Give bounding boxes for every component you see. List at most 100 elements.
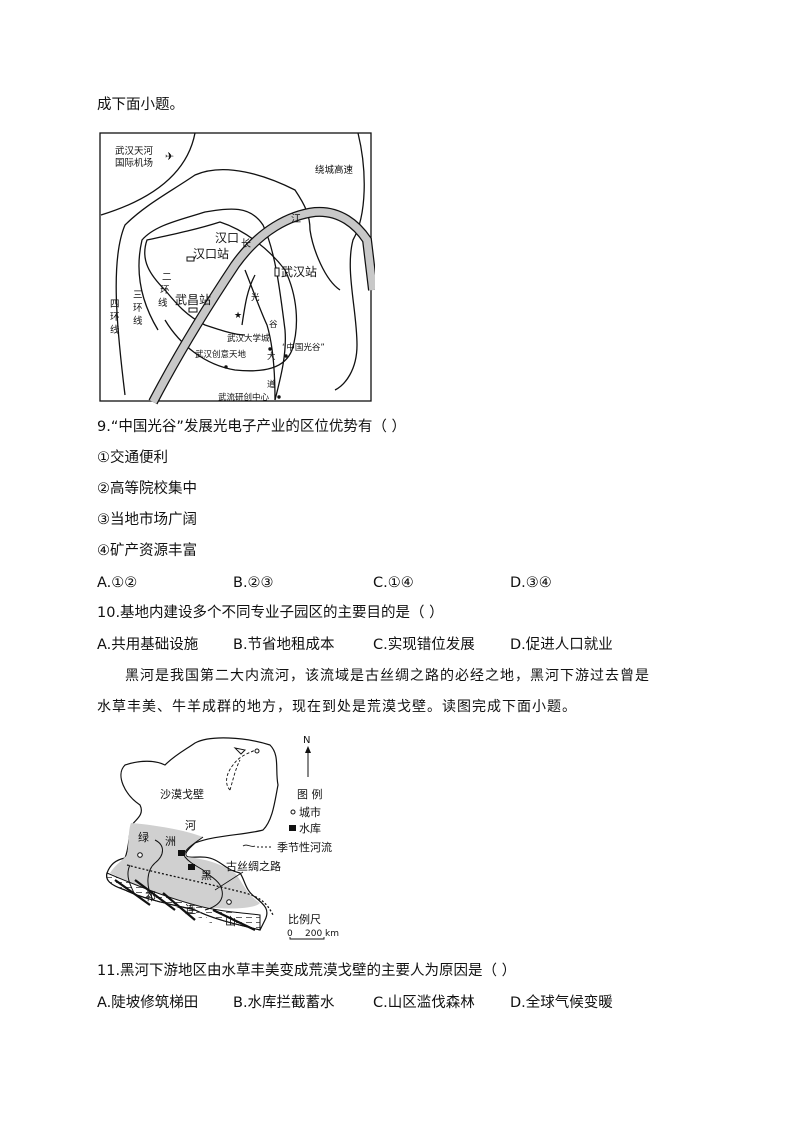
q9-option-a[interactable]: A.①② (97, 575, 138, 591)
scale-bar (289, 937, 325, 940)
label-hei: 黑 (201, 869, 212, 882)
q9-option-d[interactable]: D.③④ (510, 575, 552, 591)
label-third-ring: 三 (133, 290, 143, 301)
silk-road (126, 864, 274, 916)
label-fourth-ring: 环 (110, 312, 120, 323)
q10-stem: 10.基地内建设多个不同专业子园区的主要目的是（ ） (97, 605, 444, 621)
q9-item: ②高等院校集中 (97, 481, 197, 497)
q11-option-c[interactable]: C.山区滥伐森林 (373, 995, 475, 1011)
airport-plane-icon: ✈ (165, 150, 174, 163)
q9-option-b[interactable]: B.②③ (233, 575, 274, 591)
city-icon (254, 748, 260, 754)
q10-option-d[interactable]: D.促进人口就业 (510, 637, 613, 653)
label-second-ring: 线 (158, 297, 168, 309)
label-qi: 祁 (145, 889, 156, 903)
label-fourth-ring: 线 (110, 324, 120, 336)
label-third-ring: 线 (133, 315, 143, 327)
q10-option-b[interactable]: B.节省地租成本 (233, 637, 335, 653)
q9-option-c[interactable]: C.①④ (373, 575, 414, 591)
third-ring (138, 208, 286, 401)
yangtze-river (149, 208, 375, 404)
qilian-mountains (106, 872, 261, 931)
guanggu-avenue (244, 269, 276, 401)
fourth-ring (115, 169, 341, 396)
intro-tail: 成下面小题。 (97, 97, 184, 113)
lake-icon (233, 747, 247, 755)
north-label: N (303, 735, 310, 746)
passage-line: 水草丰美、牛羊成群的地方，现在到处是荒漠戈壁。读图完成下面小题。 (97, 699, 577, 715)
airport-boundary (100, 132, 196, 216)
reservoir-icon (188, 864, 195, 870)
q10-option-a[interactable]: A.共用基础设施 (97, 637, 199, 653)
label-rd-center: 武流研创中心 (218, 392, 270, 403)
legend-city-icon (290, 809, 296, 815)
legend-reservoir-icon (289, 825, 296, 831)
heihe-basin-map: 沙漠戈壁 河 绿 洲 黑 古丝绸之路 祁 连 山 N 图 例 城市 水库 季节性… (105, 735, 339, 940)
q9-stem: 9.“中国光谷”发展光电子产业的区位优势有（ ） (97, 419, 406, 435)
label-university-city: 武汉大学城 (227, 333, 270, 344)
label-jiang: 江 (291, 213, 301, 225)
ring-expressway (334, 132, 365, 391)
label-avenue: 谷 (269, 320, 278, 330)
q11-option-d[interactable]: D.全球气候变暖 (510, 995, 613, 1011)
university-dot (268, 347, 272, 351)
label-hankou: 汉口 (215, 231, 239, 245)
optics-valley-dot (284, 354, 288, 358)
wuhan-map: ✈ 武汉天河 国际机场 绕城高速 江 长 汉口 汉口站 武汉站 二 环 线 三 … (99, 132, 375, 405)
legend-city: 城市 (299, 805, 321, 819)
label-shan: 山 (225, 915, 236, 928)
branch-road (241, 274, 256, 326)
label-second-ring: 二 (162, 272, 172, 283)
label-zhou: 洲 (165, 835, 176, 848)
scale-value: 200 km (305, 929, 339, 939)
q11-option-a[interactable]: A.陡坡修筑梯田 (97, 995, 199, 1011)
scale-title: 比例尺 (288, 912, 321, 926)
seasonal-river (229, 759, 241, 791)
rd-center-dot (277, 395, 281, 399)
label-chang: 长 (241, 238, 251, 250)
wuhan-station-marker (274, 267, 280, 277)
star-icon: ★ (234, 311, 242, 321)
seasonal-river (226, 749, 256, 791)
wuchang-station-marker (188, 307, 198, 313)
label-hankou-station: 汉口站 (193, 247, 229, 261)
creative-land-dot (224, 365, 228, 369)
mountain-ridges (114, 879, 256, 931)
legend-title: 图 例 (297, 787, 323, 801)
scale-zero: 0 (287, 929, 293, 939)
q11-stem: 11.黑河下游地区由水草丰美变成荒漠戈壁的主要人为原因是（ ） (97, 963, 517, 979)
label-silk-road: 古丝绸之路 (226, 859, 281, 873)
q10-option-c[interactable]: C.实现错位发展 (373, 637, 475, 653)
label-wuhan-station: 武汉站 (281, 265, 317, 279)
q9-item: ③当地市场广阔 (97, 512, 197, 528)
second-ring (144, 221, 298, 372)
label-avenue: 光 (251, 292, 260, 303)
label-airport-2: 国际机场 (115, 157, 153, 169)
q11-option-b[interactable]: B.水库拦截蓄水 (233, 995, 335, 1011)
label-second-ring: 环 (160, 285, 170, 296)
label-wuchang-station: 武昌站 (175, 293, 211, 307)
city-icon (137, 852, 143, 858)
label-ring-expressway: 绕城高速 (315, 164, 354, 176)
label-he: 河 (185, 819, 196, 832)
q9-item: ①交通便利 (97, 450, 168, 466)
tributary (147, 839, 163, 901)
label-optics-valley: “中国光谷” (282, 342, 325, 353)
hankou-station-marker (186, 256, 195, 262)
label-fourth-ring: 四 (110, 299, 120, 310)
label-lian: 连 (185, 903, 196, 916)
label-avenue: 道 (267, 379, 276, 390)
tributary (127, 864, 136, 896)
heihe-river (183, 836, 223, 911)
legend-reservoir: 水库 (299, 822, 321, 835)
label-creative-land: 武汉创意天地 (195, 349, 247, 360)
label-avenue: 大 (267, 351, 276, 362)
label-airport-1: 武汉天河 (115, 145, 154, 157)
legend-seasonal-river-icon (242, 844, 256, 847)
label-desert: 沙漠戈壁 (160, 787, 204, 801)
label-third-ring: 环 (133, 303, 143, 314)
legend-seasonal-river: 季节性河流 (277, 840, 332, 854)
city-icon (226, 899, 232, 905)
reservoir-icon (178, 850, 185, 856)
label-lv: 绿 (138, 830, 149, 844)
